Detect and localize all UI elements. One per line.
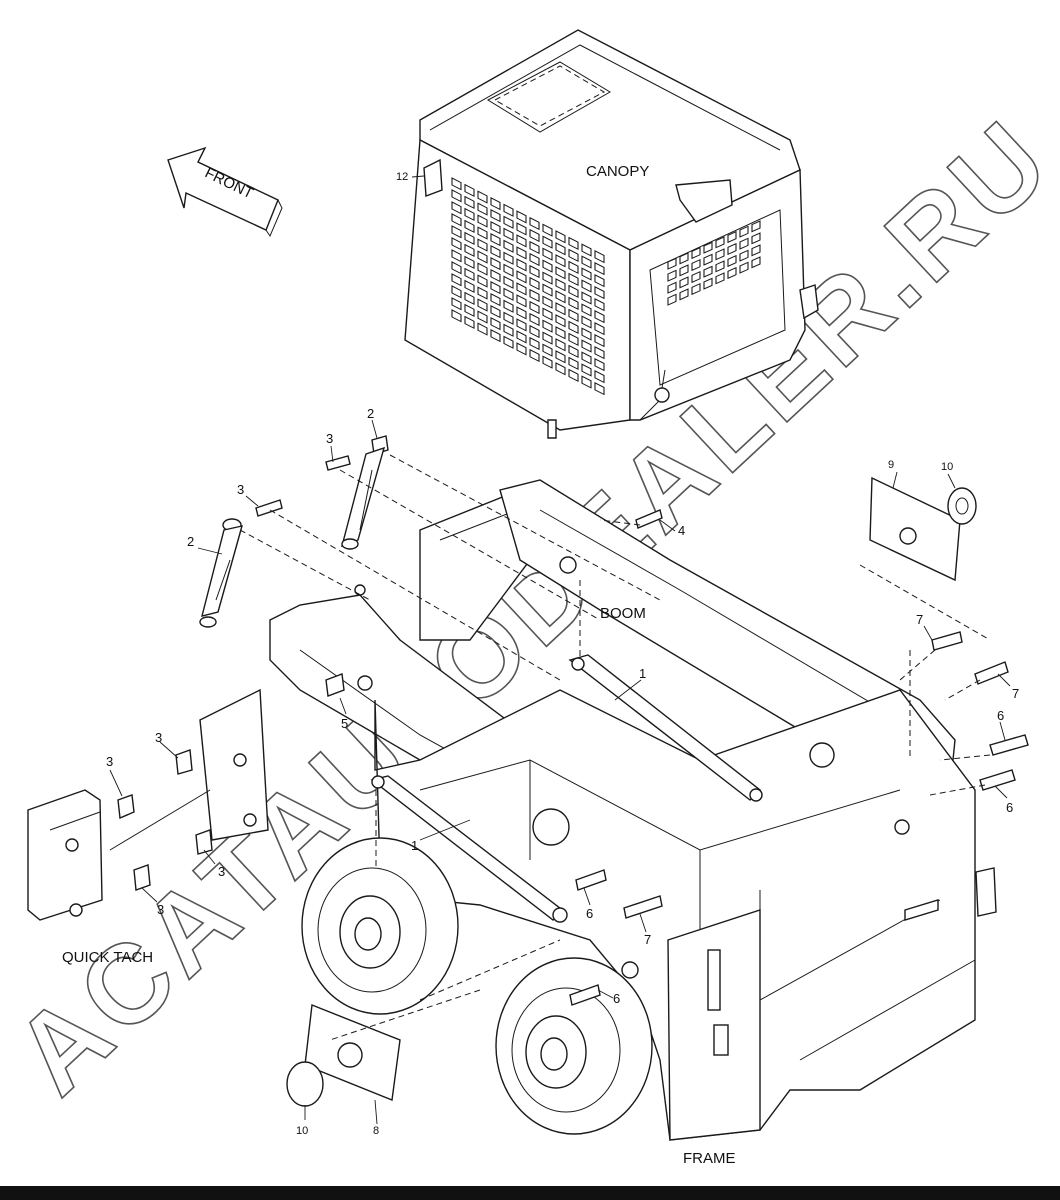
callout-1-a: 1 bbox=[639, 666, 646, 681]
lift-cylinder-left bbox=[199, 518, 243, 628]
quick-tach-assembly bbox=[27, 673, 345, 921]
frame-label: FRAME bbox=[683, 1150, 736, 1167]
callout-3-left: 3 bbox=[237, 482, 244, 497]
callout-5: 5 bbox=[341, 716, 348, 731]
pin-6-d bbox=[569, 984, 601, 1006]
pin-6-c bbox=[575, 869, 607, 891]
cover-disc-10-bottom bbox=[286, 1061, 324, 1107]
pin-3-left bbox=[255, 499, 283, 517]
callout-6-d: 6 bbox=[613, 991, 620, 1006]
side-grille bbox=[451, 177, 605, 396]
leader-lines bbox=[109, 175, 1011, 1125]
callout-7-a: 7 bbox=[916, 612, 923, 627]
tire-front-left bbox=[495, 957, 653, 1135]
frame-assembly bbox=[374, 689, 997, 1141]
assembly-guide-lines bbox=[239, 454, 991, 1041]
callout-10-top: 10 bbox=[941, 461, 953, 473]
cover-plate-8 bbox=[304, 1004, 401, 1101]
callout-4: 4 bbox=[678, 523, 685, 538]
callout-3-qa: 3 bbox=[155, 730, 162, 745]
callout-6-c: 6 bbox=[586, 906, 593, 921]
pin-7-c bbox=[623, 895, 663, 919]
pin-7-a bbox=[931, 631, 963, 651]
canopy-label: CANOPY bbox=[586, 163, 649, 180]
pin-4 bbox=[635, 509, 663, 529]
link-lower bbox=[370, 775, 568, 923]
lift-cylinder-right bbox=[340, 435, 389, 550]
callout-2-top: 2 bbox=[367, 406, 374, 421]
tire-rear-left bbox=[301, 837, 459, 1015]
callout-6-b: 6 bbox=[1006, 800, 1013, 815]
link-upper bbox=[568, 654, 763, 802]
callout-7-c: 7 bbox=[644, 932, 651, 947]
part-12-bracket bbox=[423, 158, 443, 197]
callout-8: 8 bbox=[373, 1125, 379, 1137]
bottom-border-bar bbox=[0, 1186, 1060, 1200]
front-direction-arrow: FRONT bbox=[167, 146, 283, 238]
callout-10-bottom: 10 bbox=[296, 1125, 308, 1137]
callout-1-b: 1 bbox=[411, 838, 418, 853]
callout-9: 9 bbox=[888, 459, 894, 471]
pin-6-a bbox=[989, 734, 1029, 756]
callout-2-left: 2 bbox=[187, 534, 194, 549]
callout-3-qb: 3 bbox=[106, 754, 113, 769]
callout-6-a: 6 bbox=[997, 708, 1004, 723]
pin-7-b bbox=[974, 661, 1009, 685]
callout-3-qc: 3 bbox=[218, 864, 225, 879]
roof-vent-grille bbox=[486, 61, 611, 133]
callout-12: 12 bbox=[396, 171, 408, 183]
cover-disc-10-top bbox=[947, 487, 977, 525]
front-grille bbox=[667, 220, 761, 306]
callout-3-qd: 3 bbox=[157, 902, 164, 917]
boom-label: BOOM bbox=[600, 605, 646, 622]
callout-3-top: 3 bbox=[326, 431, 333, 446]
pin-6-b bbox=[979, 769, 1016, 791]
pin-3-top bbox=[325, 455, 351, 471]
cover-plate-9 bbox=[869, 476, 961, 582]
callout-7-b: 7 bbox=[1012, 686, 1019, 701]
quick-tach-label: QUICK TACH bbox=[62, 949, 153, 966]
canopy-assembly bbox=[404, 29, 819, 439]
